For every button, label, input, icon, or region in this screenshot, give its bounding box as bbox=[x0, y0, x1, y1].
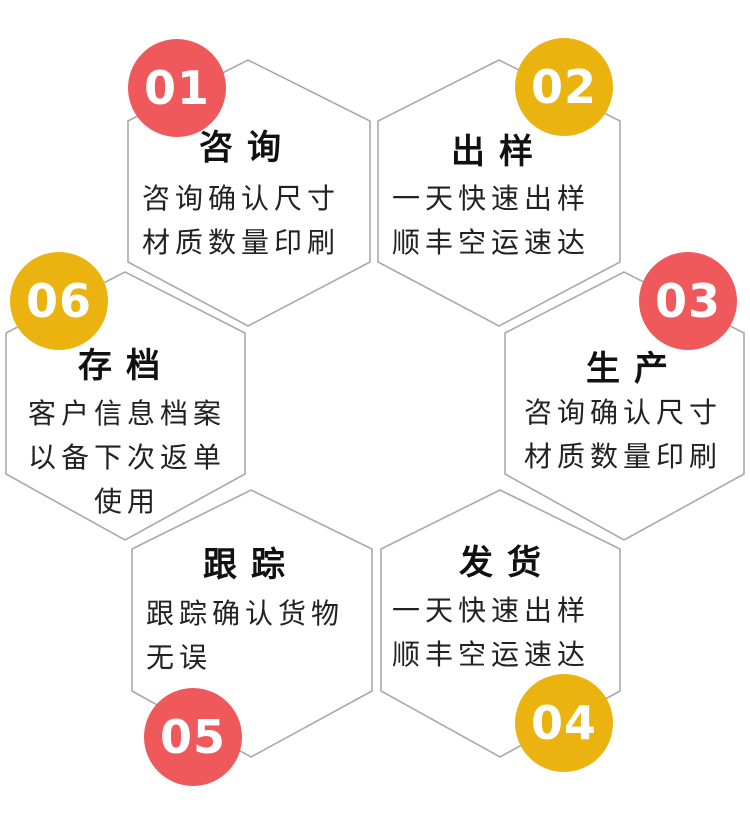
step-06-badge: 06 bbox=[10, 252, 108, 350]
step-05-badge: 05 bbox=[144, 688, 242, 786]
step-02-description: 一天快速出样 顺丰空运速达 bbox=[392, 177, 590, 265]
step-03-description: 咨询确认尺寸 材质数量印刷 bbox=[524, 391, 722, 479]
step-02-line-1: 一天快速出样 bbox=[392, 182, 591, 215]
step-01-title: 咨询 bbox=[199, 128, 295, 168]
step-05-line-1: 跟踪确认货物 bbox=[146, 597, 345, 630]
step-01-line-2: 材质数量印刷 bbox=[142, 226, 341, 259]
step-06-line-1: 客户信息档案 bbox=[27, 397, 226, 430]
step-05-title: 跟踪 bbox=[203, 545, 299, 585]
step-03-title: 生产 bbox=[586, 349, 682, 389]
step-04-line-2: 顺丰空运速达 bbox=[392, 638, 591, 671]
step-01-description: 咨询确认尺寸 材质数量印刷 bbox=[142, 177, 340, 265]
step-03-line-1: 咨询确认尺寸 bbox=[524, 396, 723, 429]
step-03-badge: 03 bbox=[639, 252, 737, 350]
step-06-line-3: 使用 bbox=[93, 485, 160, 518]
step-02-badge: 02 bbox=[515, 38, 613, 136]
step-06-title: 存档 bbox=[78, 346, 174, 386]
step-04-badge: 04 bbox=[515, 674, 613, 772]
step-04-title: 发货 bbox=[459, 543, 555, 583]
step-01-badge: 01 bbox=[128, 39, 226, 137]
step-05-description: 跟踪确认货物 无误 bbox=[146, 592, 344, 680]
step-04-description: 一天快速出样 顺丰空运速达 bbox=[392, 589, 590, 677]
step-06-line-2: 以备下次返单 bbox=[27, 441, 226, 474]
step-06-description: 客户信息档案 以备下次返单 使用 bbox=[16, 392, 238, 524]
step-04-line-1: 一天快速出样 bbox=[392, 594, 591, 627]
step-01-line-1: 咨询确认尺寸 bbox=[142, 182, 341, 215]
step-03-line-2: 材质数量印刷 bbox=[524, 440, 723, 473]
step-02-title: 出样 bbox=[451, 132, 547, 172]
step-05-line-2: 无误 bbox=[146, 641, 213, 674]
step-02-line-2: 顺丰空运速达 bbox=[392, 226, 591, 259]
